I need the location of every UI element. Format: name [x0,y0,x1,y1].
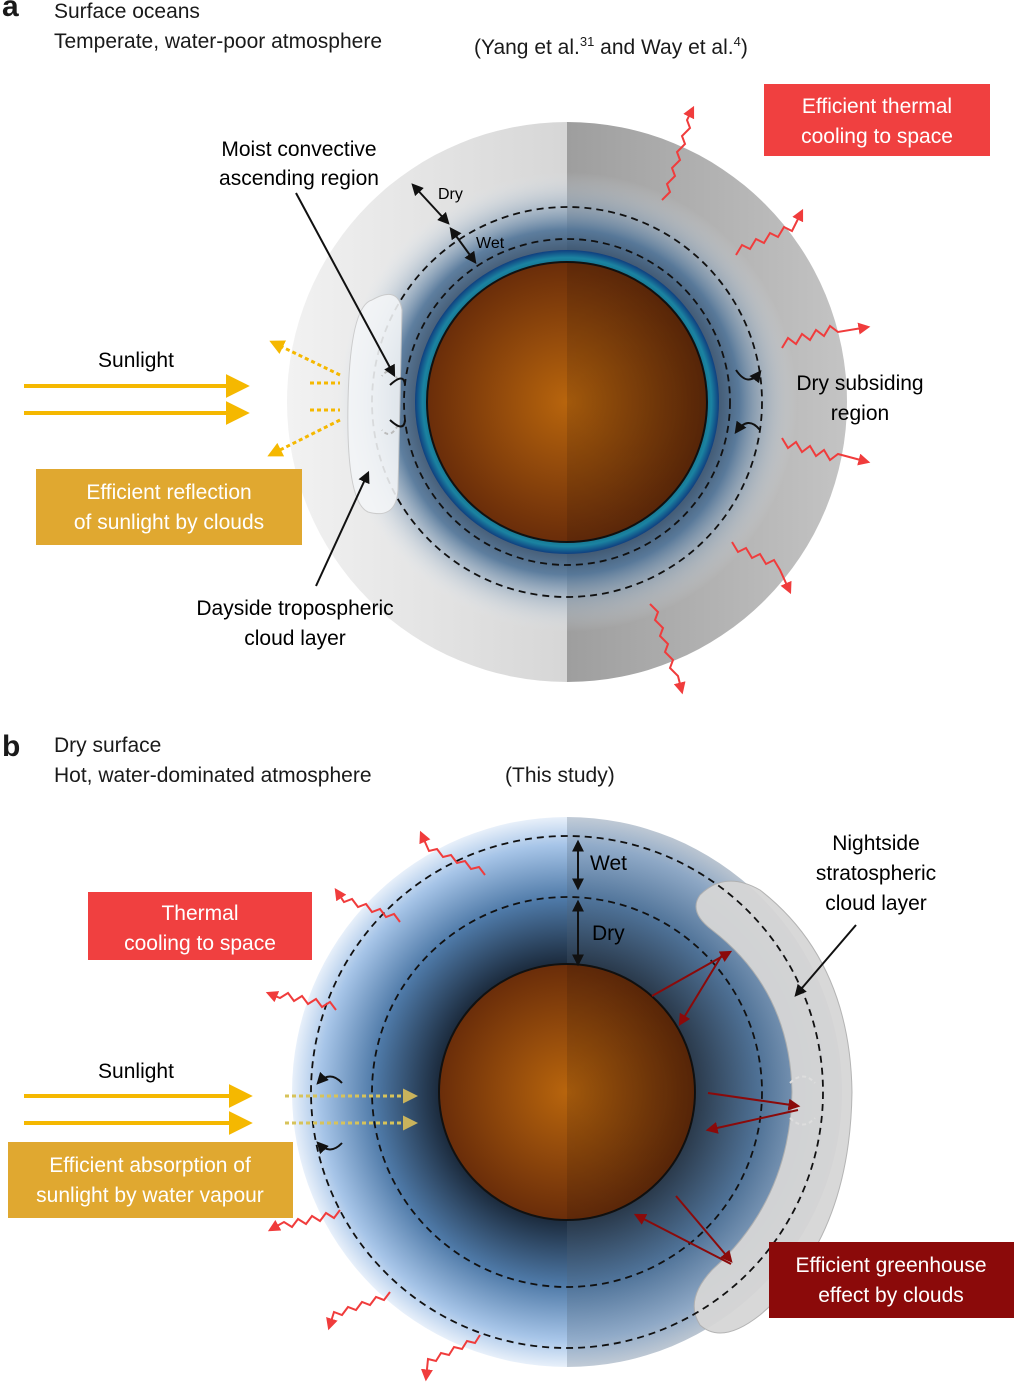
cooling-wave [735,208,804,256]
panel-a-sunlight-arrows [24,340,341,457]
greenhouse-arrow [678,954,723,1027]
panel-b-sunlight-label: Sunlight [98,1060,174,1083]
reflected-ray [269,340,341,377]
circulation-arrow [789,1117,816,1126]
panel-a-sunlight-label: Sunlight [98,349,174,372]
thermal-box-line1: Thermal [161,902,238,925]
panel-a-title-line1: Surface oceans [54,0,200,23]
greenhouse-arrow [705,1109,799,1134]
cooling-wave [781,322,871,349]
greenhouse-arrow [633,1213,732,1265]
greenhouse-arrows [633,950,801,1265]
cooling-wave [649,603,686,695]
greenhouse-box: Efficient greenhouse effect by clouds [769,1242,1014,1318]
panel-b-planet [292,817,853,1367]
panel-a-cooling-waves [649,105,871,695]
circulation-arrow [316,1141,343,1155]
nightside-label-line2: stratospheric [816,862,936,885]
panel-b-wet-label: Wet [590,852,627,875]
absorption-box-line2: sunlight by water vapour [36,1184,264,1207]
nightside-label-line1: Nightside [832,832,920,855]
panel-b-letter: b [2,730,21,763]
circulation-arrow [389,377,406,386]
absorption-box-line1: Efficient absorption of [49,1154,251,1177]
reflection-box: Efficient reflection of sunlight by clou… [36,469,302,545]
thermal-box-line2: cooling to space [124,932,276,955]
inner-dashed-boundary [403,238,731,566]
greenhouse-arrow [651,950,733,997]
reflection-box-line1: Efficient reflection [86,481,251,504]
thermal-box-line2: cooling to space [801,125,953,148]
dry-thickness-arrow [411,183,450,225]
panel-a-thermal-box: Efficient thermal cooling to space [764,84,990,156]
circulation-arrow [735,369,762,384]
wet-thickness-arrow [449,227,477,264]
panel-b-dry-label: Dry [592,922,625,945]
panel-b-reference: (This study) [505,764,615,787]
nightside-label-line3: cloud layer [825,892,927,915]
panel-a-letter: a [2,0,19,23]
outer-dashed-boundary [310,835,824,1349]
panel-b-thermal-box: Thermal cooling to space [88,892,312,960]
cooling-wave [334,888,401,923]
cooling-wave [419,830,486,876]
panel-a-title-line2: Temperate, water-poor atmosphere [54,30,382,53]
greenhouse-box-line1: Efficient greenhouse [795,1254,986,1277]
greenhouse-arrow [707,1092,801,1111]
circulation-arrow [381,424,399,435]
moist-region-pointer [295,192,396,378]
subsiding-label-line1: Dry subsiding [796,372,923,395]
circulation-arrow [789,1075,816,1084]
dayside-cloud-layer [347,293,403,515]
cooling-wave [267,1209,341,1232]
cloud-layer-pointer [315,470,370,587]
moist-label-line2: ascending region [219,167,379,190]
circulation-arrow [316,1071,343,1085]
cloud-label-line2: cloud layer [244,627,346,650]
nightside-cloud-pointer [794,924,857,997]
greenhouse-arrow [675,1195,733,1263]
cooling-wave [265,991,337,1011]
cooling-wave [781,437,871,466]
circulation-arrow [734,420,761,434]
moist-label-line1: Moist convective [221,138,376,161]
cooling-wave [661,105,695,201]
panel-a-reference: (Yang et al.31 and Way et al.4) [474,34,748,59]
cooling-wave [731,541,792,595]
cooling-wave [420,1334,481,1382]
panel-a-planet [287,122,847,682]
thermal-box-line1: Efficient thermal [802,95,952,118]
panel-b-title-line1: Dry surface [54,734,162,757]
panel-b-cooling-waves [265,830,486,1382]
cooling-wave [326,1291,391,1331]
reflection-box-line2: of sunlight by clouds [74,511,264,534]
reflected-ray [267,418,341,457]
panel-a-wet-label: Wet [476,235,505,252]
panel-b-title-line2: Hot, water-dominated atmosphere [54,764,372,787]
nightside-cloud-layer [693,880,853,1334]
panel-b-sunlight-arrows [24,1084,418,1135]
greenhouse-box-line2: effect by clouds [818,1284,964,1307]
circulation-arrow [381,370,399,381]
subsiding-label-line2: region [831,402,889,425]
inner-dashed-boundary [371,896,763,1288]
panel-a-dry-label: Dry [438,186,463,203]
cloud-label-line1: Dayside tropospheric [196,597,393,620]
absorption-box: Efficient absorption of sunlight by wate… [8,1142,293,1218]
circulation-arrow [389,419,406,428]
